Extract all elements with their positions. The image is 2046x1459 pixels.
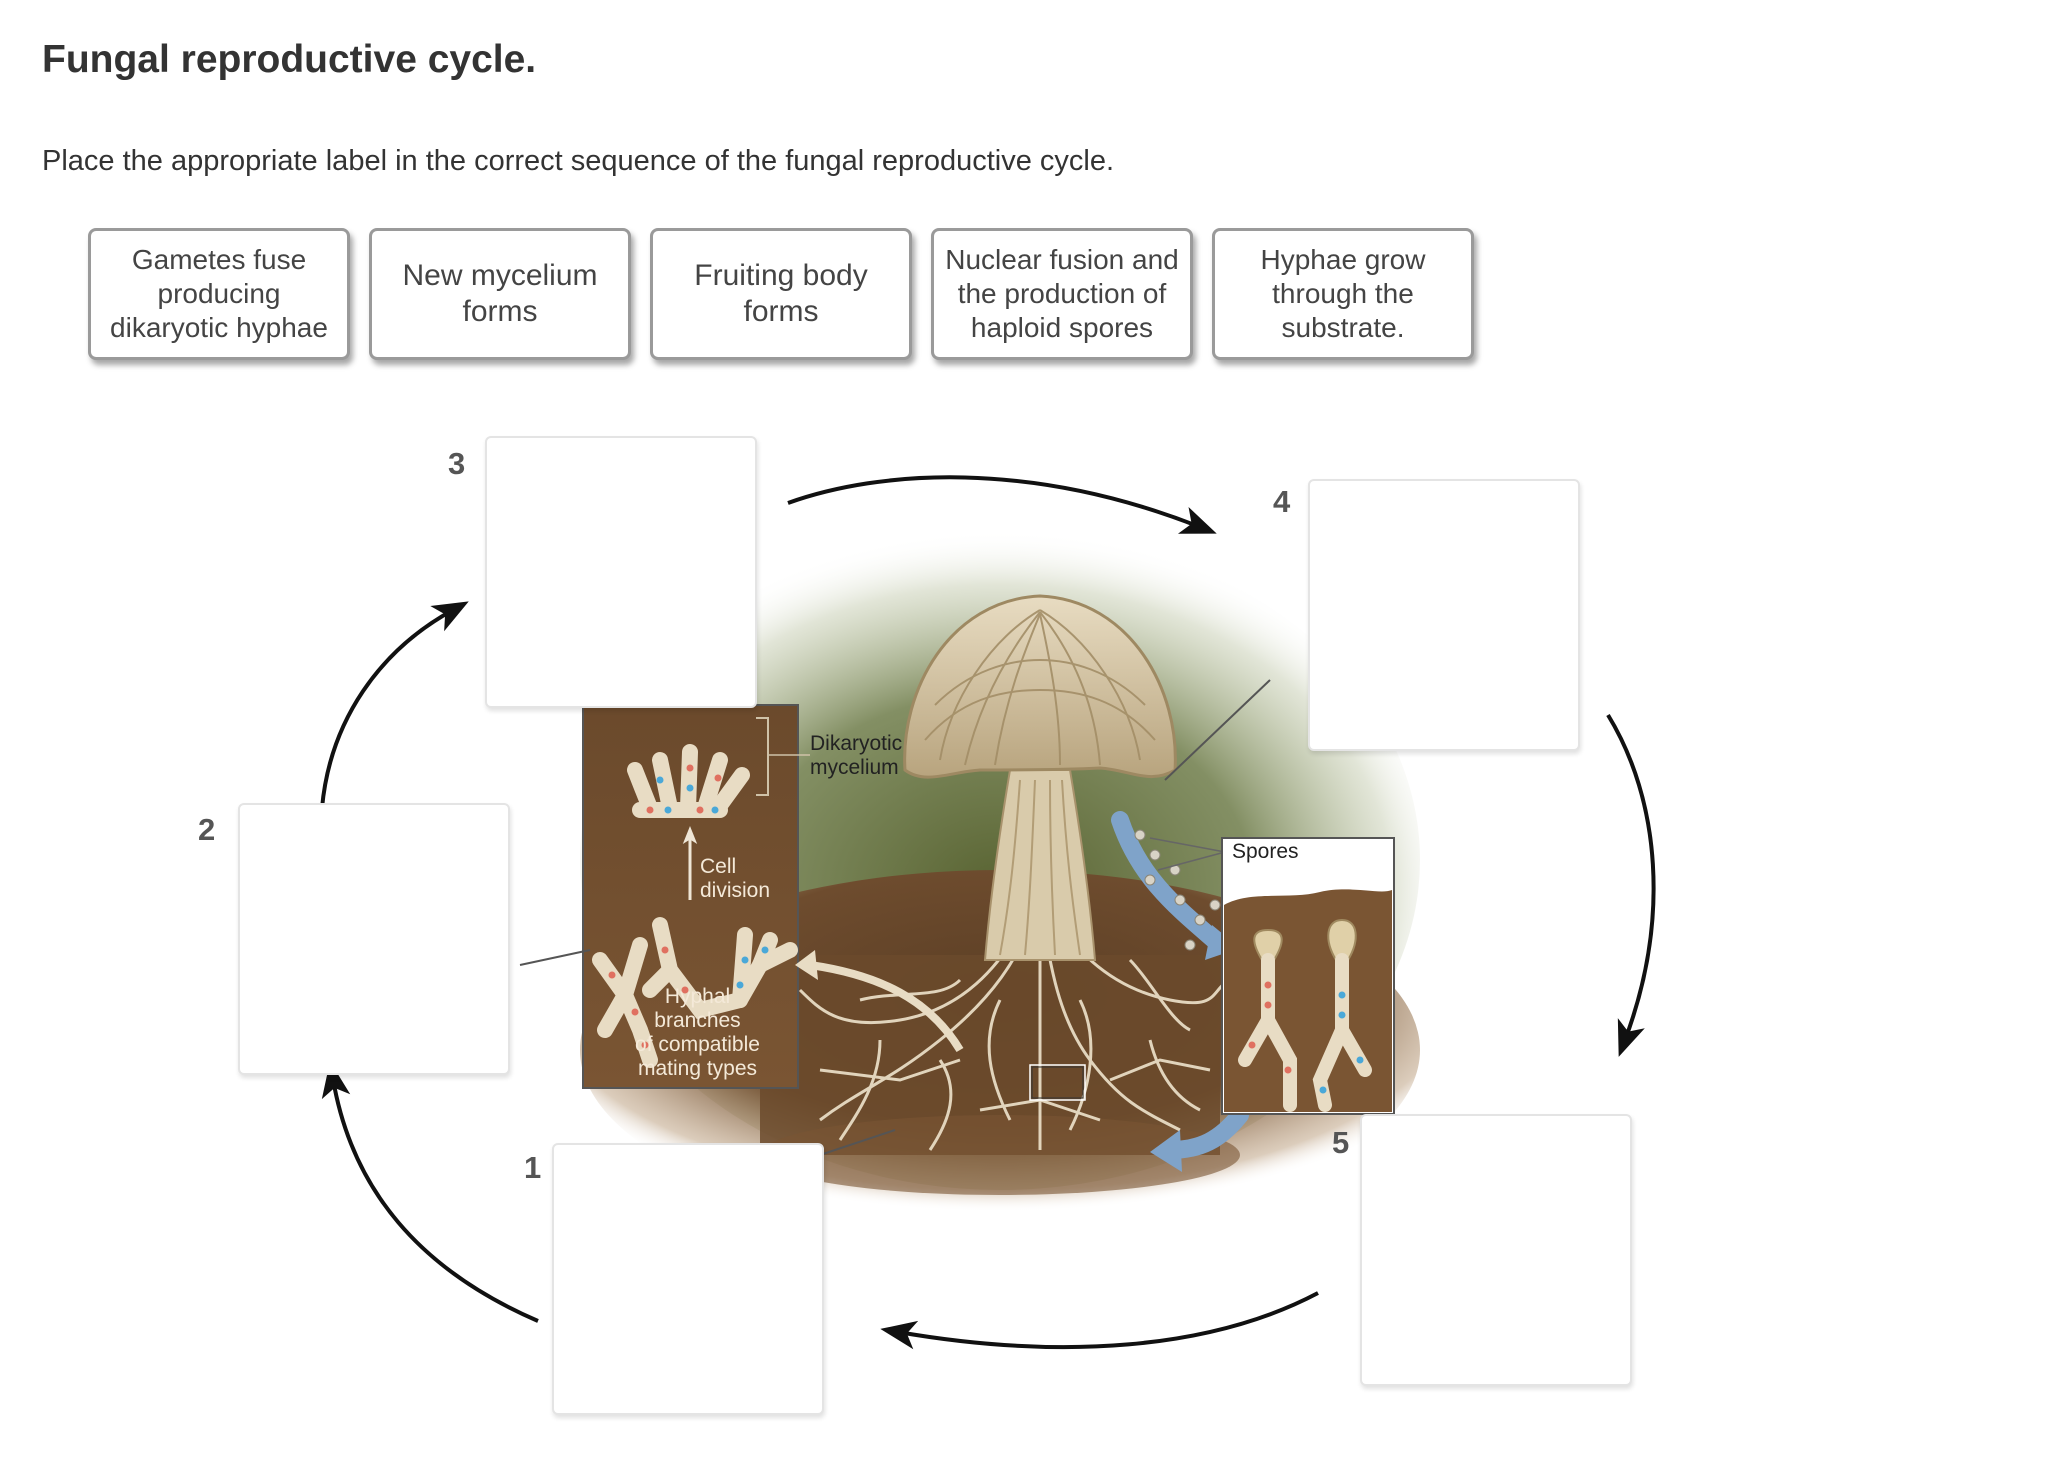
zone-number-3: 3 [448,446,466,481]
label-text: Nuclear fusion and [945,244,1179,275]
dikaryotic-mycelium-label: Dikaryotic mycelium [810,732,902,780]
label-gametes-fuse[interactable]: Gametes fuse producing dikaryotic hyphae [88,228,350,360]
fig-text: of compatible [635,1033,760,1056]
fig-text: branches [654,1009,741,1032]
label-text: the production of [957,278,1167,309]
fig-text: division [700,879,771,902]
label-hyphae-grow[interactable]: Hyphae grow through the substrate. [1212,228,1474,360]
zone-number-4: 4 [1273,484,1291,519]
drop-zone-4[interactable] [1308,479,1580,751]
page-title: Fungal reproductive cycle. [42,38,537,81]
label-text: dikaryotic hyphae [110,312,328,343]
instructions-text: Place the appropriate label in the corre… [42,145,1115,177]
label-text: through the [1272,278,1414,309]
drop-zone-3[interactable] [485,436,757,708]
label-text: substrate. [1281,312,1405,343]
label-text: forms [743,295,819,328]
drop-zone-1[interactable] [552,1143,824,1415]
fig-text: Cell [700,855,737,878]
fig-text: Hyphal [664,985,731,1008]
zone-number-5: 5 [1332,1125,1350,1160]
label-text: producing [157,278,281,309]
label-text: haploid spores [970,312,1154,343]
fig-text: mating types [637,1057,758,1080]
label-nuclear-fusion[interactable]: Nuclear fusion and the production of hap… [931,228,1193,360]
zone-number-1: 1 [524,1150,542,1185]
label-text: Gametes fuse [131,244,307,275]
label-new-mycelium[interactable]: New mycelium forms [369,228,631,360]
label-text: Fruiting body [694,259,868,292]
hyphal-branches-label: Hyphal branches of compatible mating typ… [615,985,780,1081]
drop-zone-5[interactable] [1360,1114,1632,1386]
drop-zone-2[interactable] [238,803,510,1075]
spores-label: Spores [1232,840,1299,863]
label-fruiting-body[interactable]: Fruiting body forms [650,228,912,360]
label-text: New mycelium [402,259,598,292]
fig-text: Dikaryotic [810,732,903,755]
label-text: Hyphae grow [1260,244,1426,275]
fig-text: mycelium [810,756,899,779]
zone-number-2: 2 [198,812,216,847]
label-text: forms [462,295,538,328]
label-bank: Gametes fuse producing dikaryotic hyphae… [88,228,1488,368]
cell-division-label: Cell division [700,855,770,903]
